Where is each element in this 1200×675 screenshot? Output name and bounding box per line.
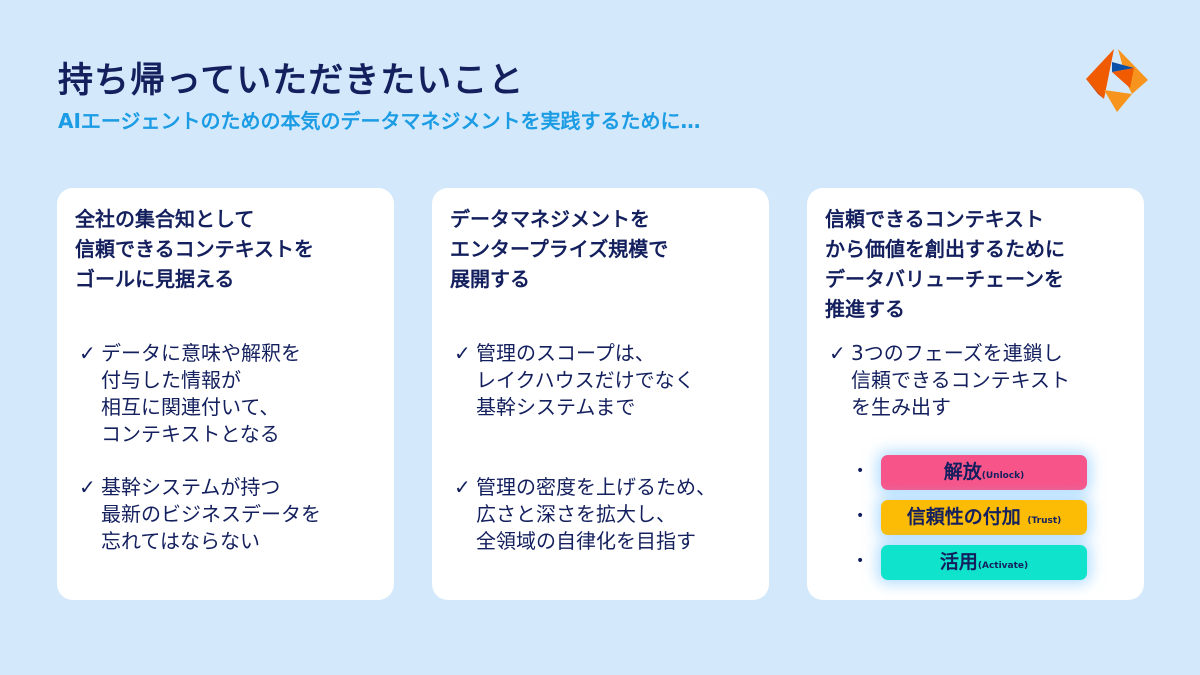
card-heading: データマネジメントを エンタープライズ規模で 展開する (450, 207, 669, 291)
check-icon: ✓ (79, 341, 96, 365)
diamond-logo-icon (1086, 49, 1148, 112)
card-value-chain: 信頼できるコンテキスト から価値を創出するために データバリューチェーンを 推進… (807, 188, 1144, 600)
check-icon: ✓ (454, 475, 471, 499)
point-text: 管理の密度を上げるため、 広さと深さを拡大し、 全領域の自律化を目指す (476, 475, 716, 553)
card-heading: 信頼できるコンテキスト から価値を創出するために データバリューチェーンを 推進… (825, 207, 1065, 321)
phase-label: 信頼性の付加 (906, 506, 1021, 528)
phase-en: (Unlock) (981, 471, 1025, 481)
point-text: 管理のスコープは、 レイクハウスだけでなく 基幹システムまで (476, 341, 695, 419)
card-heading: 全社の集合知として 信頼できるコンテキストを ゴールに見据える (75, 207, 314, 291)
point-text: データに意味や解釈を 付与した情報が 相互に関連付いて、 コンテキストとなる (101, 341, 301, 446)
slide-title: 持ち帰っていただきたいこと (58, 61, 525, 101)
point: ✓基幹システムが持つ 最新のビジネスデータを 忘れてはならない (79, 474, 321, 555)
phase-label: 解放 (943, 461, 982, 483)
check-icon: ✓ (79, 475, 96, 499)
phase-activate: 活用(Activate) (881, 545, 1087, 580)
point: ✓データに意味や解釈を 付与した情報が 相互に関連付いて、 コンテキストとなる (79, 340, 301, 448)
point: ✓管理の密度を上げるため、 広さと深さを拡大し、 全領域の自律化を目指す (454, 474, 716, 555)
bullet-icon: • (856, 553, 865, 569)
check-icon: ✓ (454, 341, 471, 365)
phase-trust: 信頼性の付加 (Trust) (881, 500, 1087, 535)
phase-en: (Trust) (1027, 516, 1062, 526)
slide-subtitle: AIエージェントのための本気のデータマネジメントを実践するために… (58, 109, 701, 133)
point: ✓管理のスコープは、 レイクハウスだけでなく 基幹システムまで (454, 340, 695, 421)
card-context-goal: 全社の集合知として 信頼できるコンテキストを ゴールに見据える ✓データに意味や… (57, 188, 394, 600)
bullet-icon: • (856, 463, 865, 479)
phase-label: 活用 (939, 551, 978, 573)
point-text: 3つのフェーズを連鎖し 信頼できるコンテキスト を生み出す (851, 341, 1070, 419)
phase-unlock: 解放(Unlock) (881, 455, 1087, 490)
card-enterprise-scale: データマネジメントを エンタープライズ規模で 展開する ✓管理のスコープは、 レ… (432, 188, 769, 600)
point: ✓3つのフェーズを連鎖し 信頼できるコンテキスト を生み出す (829, 340, 1070, 421)
bullet-icon: • (856, 508, 865, 524)
check-icon: ✓ (829, 341, 846, 365)
phase-en: (Activate) (977, 561, 1029, 571)
point-text: 基幹システムが持つ 最新のビジネスデータを 忘れてはならない (101, 475, 321, 553)
